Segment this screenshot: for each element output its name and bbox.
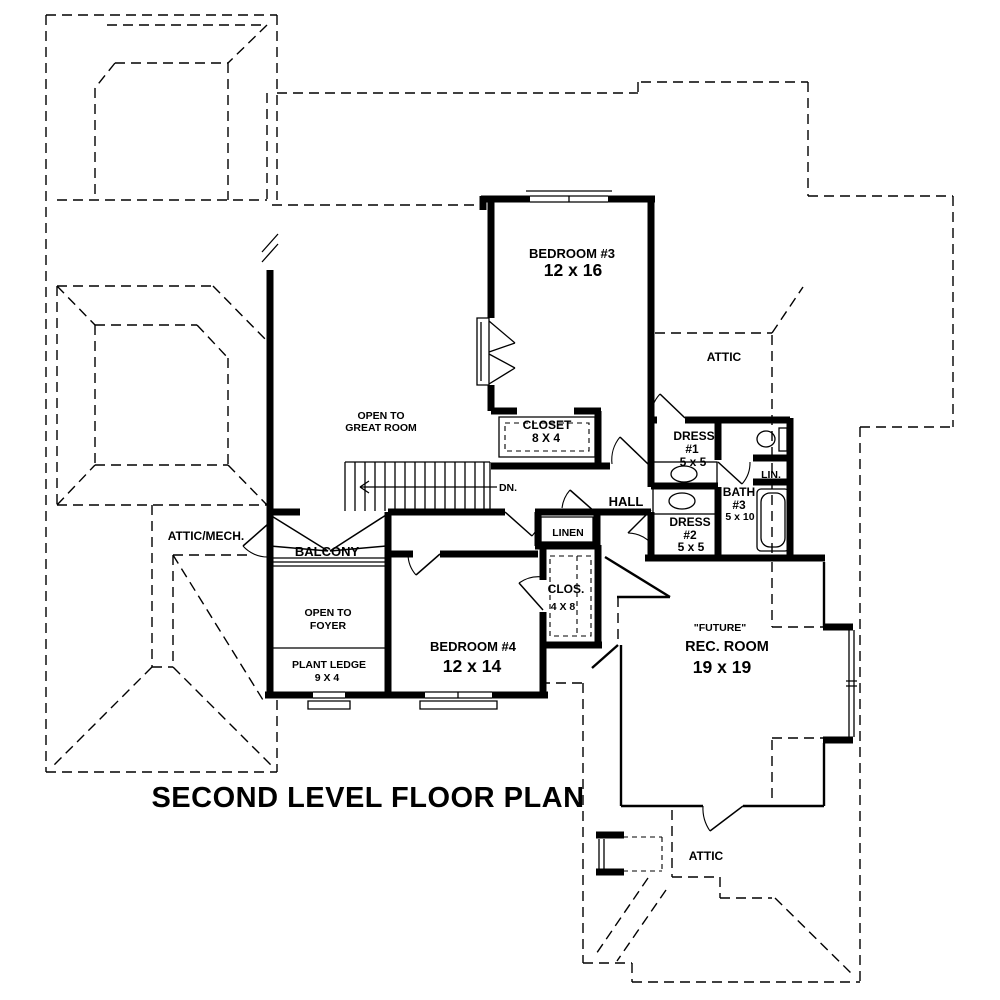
room-label-balcony: BALCONY — [295, 544, 360, 559]
room-label-plant-ledge: PLANT LEDGE — [292, 659, 366, 671]
dim-label-closet: 8 X 4 — [532, 431, 560, 445]
dim-label-rec-room: 19 x 19 — [693, 657, 752, 677]
dim-label-plant-ledge: 9 X 4 — [315, 672, 340, 684]
dim-label-dress1: 5 x 5 — [680, 455, 707, 469]
label-open-to-foyer-1: OPEN TO — [304, 607, 351, 619]
room-label-clos4: CLOS. — [548, 582, 585, 596]
roof-outline-dashed-lines — [45, 14, 954, 983]
room-label-closet: CLOSET — [523, 418, 572, 432]
page-title: SECOND LEVEL FLOOR PLAN — [151, 782, 584, 814]
walls — [265, 195, 853, 744]
dim-label-bath3: 5 x 10 — [725, 511, 754, 523]
room-label-bedroom4: BEDROOM #4 — [430, 639, 517, 654]
room-label-hall: HALL — [609, 494, 644, 509]
dim-label-clos4: 4 X 8 — [551, 601, 576, 613]
num-label-dress1: #1 — [685, 442, 699, 456]
sink-icon — [670, 465, 698, 483]
room-label-dress2: DRESS — [669, 515, 710, 529]
label-rec-future: "FUTURE" — [694, 622, 747, 634]
label-open-to-great-room-1: OPEN TO — [357, 410, 404, 422]
room-label-rec-room: REC. ROOM — [685, 639, 769, 655]
num-label-dress2: #2 — [683, 528, 697, 542]
label-stairs-down: DN. — [499, 482, 517, 494]
label-open-to-foyer-2: FOYER — [310, 620, 347, 632]
windows — [272, 190, 857, 737]
dim-label-bedroom4: 12 x 14 — [443, 656, 502, 676]
stairs — [344, 461, 497, 511]
room-label-attic-mech: ATTIC/MECH. — [168, 529, 244, 543]
sink-icon — [668, 492, 696, 510]
room-label-linen: LINEN — [552, 527, 584, 539]
num-label-bath3: #3 — [732, 498, 746, 512]
wall-break-mark — [261, 233, 279, 263]
doors — [242, 393, 751, 832]
room-label-bedroom3: BEDROOM #3 — [529, 246, 615, 261]
room-label-bath3: BATH — [723, 485, 755, 499]
rec-room-thin-walls — [591, 555, 826, 808]
vanity-dress2 — [652, 487, 718, 515]
room-label-dress1: DRESS — [673, 429, 714, 443]
label-open-to-great-room-2: GREAT ROOM — [345, 422, 417, 434]
room-label-attic-lower: ATTIC — [689, 849, 724, 863]
toilet-icon — [756, 430, 776, 448]
balcony-railing — [272, 557, 388, 567]
balcony-french-doors — [269, 514, 387, 552]
room-label-attic-upper: ATTIC — [707, 350, 742, 364]
toilet-tank — [778, 427, 788, 452]
chimney-box — [596, 831, 663, 876]
room-label-lin-closet: LIN. — [761, 469, 781, 481]
dim-label-dress2: 5 x 5 — [678, 540, 705, 554]
dim-label-bedroom3: 12 x 16 — [544, 260, 603, 280]
